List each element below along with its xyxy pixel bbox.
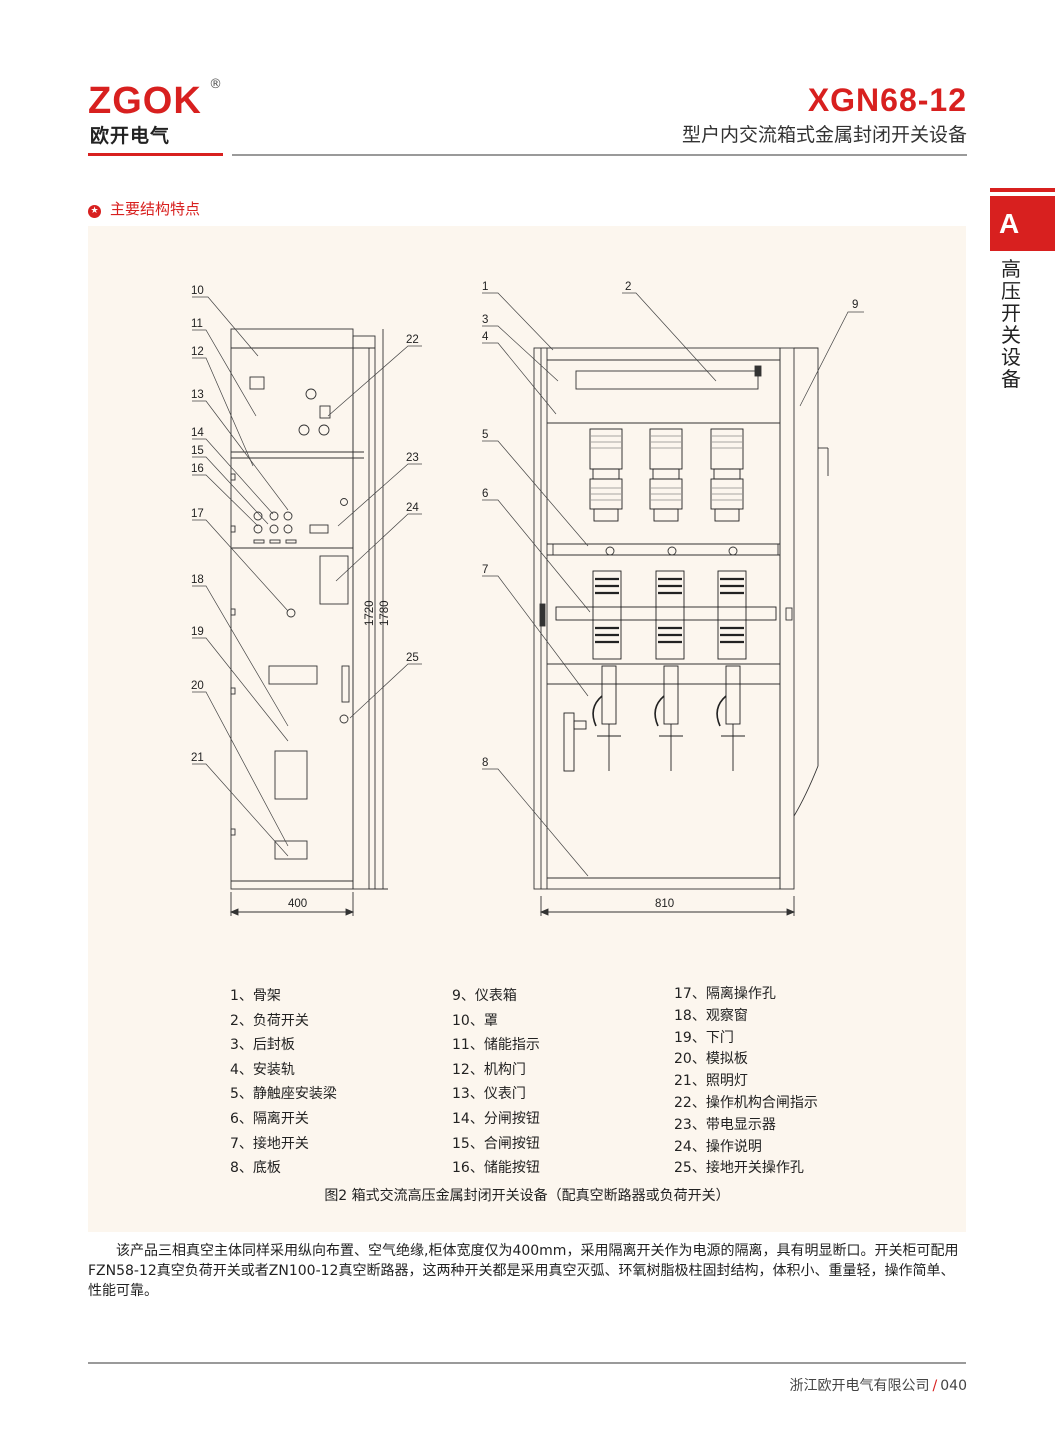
callout-22: 22	[406, 334, 419, 346]
legend-column-1: 1、骨架 2、负荷开关 3、后封板 4、安装轨 5、静触座安装梁 6、隔离开关 …	[230, 984, 337, 1181]
figure-panel: 10 11 12 13 14 15 16 17 18 19 20 21 22 2…	[88, 226, 966, 1232]
callout-13: 13	[191, 389, 204, 401]
callout-20: 20	[191, 680, 204, 692]
legend-item: 23、带电显示器	[674, 1116, 776, 1133]
legend-item: 10、罩	[452, 1012, 498, 1029]
callout-1: 1	[482, 281, 488, 293]
cabinet-drawing: 10 11 12 13 14 15 16 17 18 19 20 21 22 2…	[191, 281, 864, 916]
callout-18: 18	[191, 574, 204, 586]
legend-item: 9、仪表箱	[452, 988, 517, 1004]
legend-item: 11、储能指示	[452, 1037, 540, 1054]
callout-9: 9	[852, 299, 858, 311]
callout-7: 7	[482, 564, 488, 576]
callout-4: 4	[482, 331, 489, 343]
side-tab-rule	[990, 188, 1055, 192]
callout-6: 6	[482, 488, 488, 500]
product-model: XGN68-12	[807, 82, 967, 118]
side-view-leaders	[482, 292, 864, 877]
product-subtitle: 型户内交流箱式金属封闭开关设备	[681, 124, 967, 146]
legend-item: 1、骨架	[230, 988, 281, 1004]
legend-item: 18、观察窗	[674, 1007, 748, 1024]
section-title-text: 主要结构特点	[110, 200, 201, 218]
legend-item: 19、下门	[674, 1029, 734, 1046]
legend-item: 25、接地开关操作孔	[674, 1160, 804, 1177]
brand-name: 欧开电气	[90, 125, 171, 147]
footer-company: 浙江欧开电气有限公司	[789, 1378, 930, 1394]
header-rule	[232, 154, 967, 156]
callout-24: 24	[406, 502, 419, 514]
callout-17: 17	[191, 508, 204, 520]
header-rule-accent	[88, 153, 223, 156]
page-number: 040	[940, 1378, 967, 1394]
legend-item: 22、操作机构合闸指示	[674, 1094, 818, 1111]
side-tab-label: 高压开关设备	[1001, 257, 1021, 391]
callout-8: 8	[482, 757, 488, 769]
side-tab-letter: A	[990, 196, 1055, 251]
legend-item: 21、照明灯	[674, 1073, 748, 1090]
legend-item: 12、机构门	[452, 1061, 526, 1078]
legend-item: 16、储能按钮	[452, 1160, 540, 1177]
front-view-leaders	[192, 296, 422, 857]
figure-caption: 图2 箱式交流高压金属封闭开关设备（配真空断路器或负荷开关）	[324, 1188, 730, 1204]
section-title: ★ 主要结构特点	[88, 198, 200, 219]
dim-height-1780: 1780	[379, 600, 391, 626]
callout-12: 12	[191, 346, 204, 358]
front-view-callouts: 10 11 12 13 14 15 16 17 18 19 20 21 22 2…	[191, 285, 419, 764]
legend-item: 8、底板	[230, 1160, 281, 1177]
side-view-callouts: 1 2 3 4 5 6 7 8 9	[482, 281, 858, 769]
description-paragraph: 该产品三相真空主体同样采用纵向布置、空气绝缘,柜体宽度仅为400mm，采用隔离开…	[88, 1243, 959, 1299]
callout-10: 10	[191, 285, 204, 297]
side-view-cabinet	[533, 347, 829, 916]
footer-rule	[88, 1362, 966, 1364]
legend-item: 4、安装轨	[230, 1061, 295, 1078]
legend-column-3: 17、隔离操作孔 18、观察窗 19、下门 20、模拟板 21、照明灯 22、操…	[674, 984, 818, 1180]
brand-logo: ZGOK	[88, 80, 202, 122]
page-footer: 浙江欧开电气有限公司/040	[790, 1375, 967, 1395]
callout-14: 14	[191, 427, 204, 439]
legend-item: 24、操作说明	[674, 1138, 762, 1155]
legend-item: 5、静触座安装梁	[230, 1086, 337, 1103]
legend-item: 6、隔离开关	[230, 1110, 309, 1127]
callout-5: 5	[482, 429, 488, 441]
legend-item: 2、负荷开关	[230, 1012, 309, 1029]
footer-separator: /	[932, 1378, 938, 1394]
callout-3: 3	[482, 314, 488, 326]
callout-2: 2	[625, 281, 631, 293]
legend-item: 15、合闸按钮	[452, 1135, 540, 1152]
dim-width-400: 400	[288, 898, 307, 910]
legend-item: 7、接地开关	[230, 1135, 309, 1152]
dim-width-810: 810	[655, 898, 674, 910]
legend-item: 13、仪表门	[452, 1086, 526, 1103]
callout-23: 23	[406, 452, 419, 464]
legend-item: 20、模拟板	[674, 1051, 748, 1068]
dim-height-1720: 1720	[364, 600, 376, 626]
star-bullet-icon: ★	[88, 205, 101, 218]
callout-15: 15	[191, 445, 204, 457]
legend-column-2: 9、仪表箱 10、罩 11、储能指示 12、机构门 13、仪表门 14、分闸按钮…	[452, 984, 540, 1181]
callout-19: 19	[191, 626, 204, 638]
legend-item: 14、分闸按钮	[452, 1110, 540, 1127]
registered-mark: ®	[209, 77, 222, 92]
callout-16: 16	[191, 463, 204, 475]
legend-item: 17、隔离操作孔	[674, 986, 776, 1002]
callout-25: 25	[406, 652, 419, 664]
front-view-cabinet	[229, 328, 388, 916]
callout-11: 11	[191, 318, 203, 330]
legend-item: 3、后封板	[230, 1037, 295, 1054]
callout-21: 21	[191, 752, 204, 764]
